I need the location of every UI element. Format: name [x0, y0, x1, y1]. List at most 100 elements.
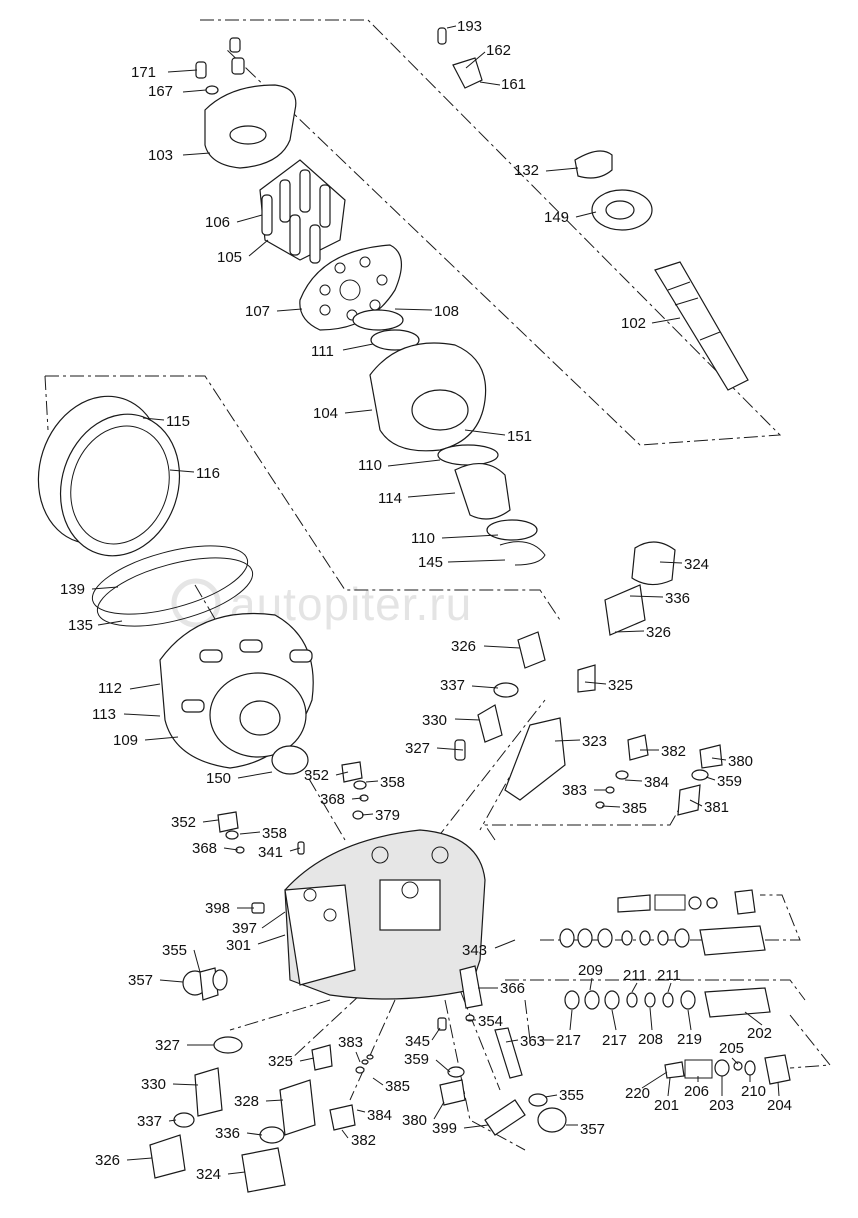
leader-line	[257, 934, 286, 945]
part-number-label: 145	[418, 554, 443, 571]
part-number-label: 217	[556, 1032, 581, 1049]
callout-368a: 368	[320, 791, 363, 808]
plug-161-162	[437, 27, 483, 89]
leader-line	[731, 1057, 739, 1065]
relief-valve-upper	[454, 541, 676, 801]
callout-352a: 352	[304, 767, 349, 784]
part-number-label: 301	[226, 937, 251, 954]
part-number-label: 150	[206, 770, 231, 787]
part-number-label: 380	[402, 1112, 427, 1129]
part-number-label: 385	[385, 1078, 410, 1095]
part-number-label: 399	[432, 1120, 457, 1137]
part-number-label: 355	[559, 1087, 584, 1104]
leader-line	[589, 977, 593, 991]
part-number-label: 341	[258, 844, 283, 861]
part-number-label: 203	[709, 1097, 734, 1114]
callout-111: 111	[311, 343, 374, 360]
leader-line	[123, 713, 161, 717]
callout-336a: 336	[629, 590, 690, 607]
part-number-label: 330	[422, 712, 447, 729]
part-number-label: 345	[405, 1033, 430, 1050]
cylinder-block-104	[369, 342, 487, 452]
part-number-label: 201	[654, 1097, 679, 1114]
leader-line	[356, 1109, 366, 1113]
part-number-label: 171	[131, 64, 156, 81]
callout-352b: 352	[171, 814, 219, 831]
snap-rings-135-139	[91, 545, 254, 627]
callout-108: 108	[394, 303, 459, 320]
callout-382b: 382	[341, 1129, 376, 1149]
callout-398: 398	[205, 900, 254, 917]
callout-135: 135	[68, 617, 123, 634]
callout-219: 219	[677, 1009, 702, 1048]
part-number-label: 135	[68, 617, 93, 634]
bearing-150	[271, 745, 309, 775]
leader-line	[126, 1157, 153, 1161]
leader-line	[435, 1059, 451, 1073]
part-number-label: 112	[98, 680, 122, 697]
leader-line	[159, 979, 184, 983]
friction-plates-115-116	[37, 395, 181, 557]
leader-line	[246, 1132, 263, 1136]
leader-line	[687, 1009, 692, 1031]
leader-line	[276, 308, 303, 312]
leader-line	[454, 718, 481, 721]
part-number-label: 106	[205, 214, 230, 231]
part-number-label: 397	[232, 920, 257, 937]
part-number-label: 336	[215, 1125, 240, 1142]
leader-line	[649, 1007, 653, 1031]
callout-357b: 357	[566, 1121, 605, 1138]
leader-line	[447, 559, 506, 563]
leader-line	[237, 771, 273, 779]
part-number-label: 324	[196, 1166, 221, 1183]
leader-line	[431, 1027, 441, 1041]
part-number-label: 167	[148, 83, 173, 100]
part-number-label: 209	[578, 962, 603, 979]
rear-housing-301	[284, 829, 486, 1000]
leader-line	[667, 982, 672, 993]
callout-383a: 383	[562, 782, 606, 799]
leader-line	[544, 1094, 558, 1098]
leader-line	[433, 1101, 445, 1120]
valve-cartridge-row-1	[617, 889, 756, 915]
callout-208: 208	[638, 1007, 663, 1048]
leader-line	[584, 681, 607, 685]
part-number-label: 208	[638, 1031, 663, 1048]
part-number-label: 149	[544, 209, 569, 226]
part-number-label: 324	[684, 556, 709, 573]
callout-204: 204	[767, 1081, 792, 1114]
part-number-label: 326	[95, 1152, 120, 1169]
callout-132: 132	[514, 162, 579, 179]
seal-132	[574, 150, 613, 179]
leader-line	[641, 1071, 668, 1089]
part-number-label: 330	[141, 1076, 166, 1093]
callout-325a: 325	[584, 677, 633, 694]
part-number-label: 217	[602, 1032, 627, 1049]
leader-line	[483, 645, 521, 649]
part-number-label: 323	[582, 733, 607, 750]
leader-line	[182, 152, 211, 156]
callout-161: 161	[479, 76, 526, 93]
part-number-label: 162	[486, 42, 511, 59]
callout-301: 301	[226, 934, 286, 954]
leader-line	[479, 81, 501, 86]
part-number-label: 204	[767, 1097, 792, 1114]
part-number-label: 352	[171, 814, 196, 831]
callout-110a: 110	[358, 457, 441, 474]
leader-line	[167, 69, 198, 73]
leader-line	[464, 429, 506, 436]
part-number-label: 355	[162, 942, 187, 959]
part-number-label: 211	[623, 967, 647, 984]
lower-valves-363-366	[437, 965, 523, 1079]
leader-line	[299, 1057, 315, 1062]
callout-381: 381	[689, 799, 729, 816]
leader-line	[505, 1039, 519, 1043]
callout-330a: 330	[422, 712, 481, 729]
leader-line	[248, 239, 269, 257]
leader-line	[289, 847, 301, 852]
callout-150: 150	[206, 770, 273, 787]
leader-line	[441, 534, 499, 539]
part-number-label: 383	[338, 1034, 363, 1051]
callout-358b: 358	[239, 825, 287, 842]
